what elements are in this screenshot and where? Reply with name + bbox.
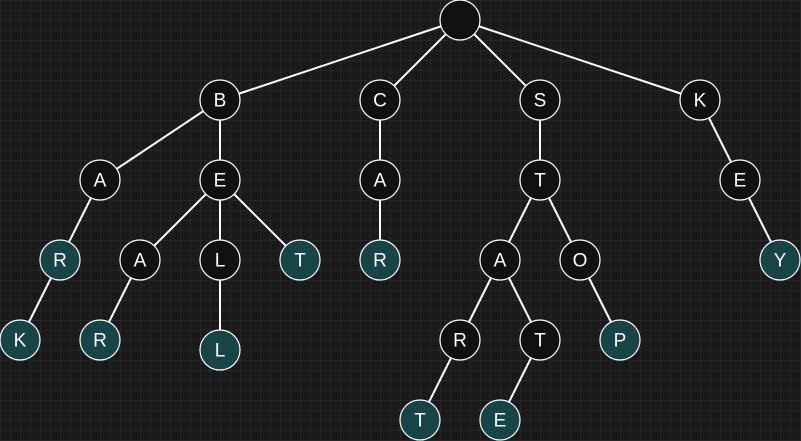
node-circle [199, 79, 241, 121]
node-circle [39, 239, 81, 281]
node-label: S [534, 91, 547, 112]
trie-node: K [679, 79, 721, 121]
trie-node: A [359, 159, 401, 201]
node-label: T [534, 331, 546, 352]
trie-terminal-node: R [79, 319, 121, 361]
node-circle [0, 319, 41, 361]
trie-node: C [359, 79, 401, 121]
node-circle [79, 319, 121, 361]
trie-node: B [199, 79, 241, 121]
node-label: C [373, 91, 387, 112]
trie-edge-root-k [459, 19, 701, 101]
node-label: A [494, 251, 507, 272]
node-circle [519, 319, 561, 361]
node-label: Y [774, 251, 787, 272]
node-circle [599, 319, 641, 361]
trie-node: L [199, 239, 241, 281]
trie-edges [19, 19, 781, 421]
trie-terminal-node: T [399, 399, 441, 441]
trie-terminal-node: E [479, 399, 521, 441]
node-circle [719, 159, 761, 201]
node-label: T [534, 171, 546, 192]
trie-terminal-node: T [279, 239, 321, 281]
node-label: E [734, 171, 747, 192]
node-label: A [134, 251, 147, 272]
node-label: R [373, 251, 387, 272]
trie-node: A [479, 239, 521, 281]
node-circle [119, 239, 161, 281]
node-circle [279, 239, 321, 281]
node-circle [359, 239, 401, 281]
node-circle [759, 239, 801, 281]
trie-terminal-node: K [0, 319, 41, 361]
trie-node: T [519, 319, 561, 361]
node-label: O [573, 251, 588, 272]
node-circle [399, 399, 441, 441]
node-label: R [453, 331, 467, 352]
node-circle [199, 239, 241, 281]
node-circle [559, 239, 601, 281]
node-label: K [14, 331, 27, 352]
trie-terminal-node: Y [759, 239, 801, 281]
node-circle [199, 329, 241, 371]
node-label: A [374, 171, 387, 192]
trie-node: A [79, 159, 121, 201]
node-circle [439, 319, 481, 361]
node-circle [479, 239, 521, 281]
trie-edge-b-ba [99, 99, 221, 181]
trie-edge-root-b [219, 19, 461, 101]
node-circle [479, 399, 521, 441]
node-circle [359, 79, 401, 121]
trie-node: E [199, 159, 241, 201]
node-label: A [94, 171, 107, 192]
node-circle [439, 0, 481, 41]
node-label: L [215, 251, 226, 272]
node-circle [79, 159, 121, 201]
node-label: T [294, 251, 306, 272]
node-label: R [93, 331, 107, 352]
trie-terminal-node: R [39, 239, 81, 281]
node-label: T [414, 411, 426, 432]
node-label: R [53, 251, 67, 272]
node-label: K [694, 91, 707, 112]
trie-node: R [439, 319, 481, 361]
trie-node: T [519, 159, 561, 201]
trie-root-node [439, 0, 481, 41]
node-circle [359, 159, 401, 201]
trie-node: A [119, 239, 161, 281]
trie-terminal-node: P [599, 319, 641, 361]
node-circle [199, 159, 241, 201]
node-circle [519, 159, 561, 201]
trie-terminal-node: L [199, 329, 241, 371]
node-circle [519, 79, 561, 121]
node-circle [679, 79, 721, 121]
node-label: E [214, 171, 227, 192]
node-label: B [214, 91, 227, 112]
node-label: P [614, 331, 627, 352]
trie-node: O [559, 239, 601, 281]
trie-terminal-node: R [359, 239, 401, 281]
node-label: E [494, 411, 507, 432]
node-label: L [215, 341, 226, 362]
trie-node: S [519, 79, 561, 121]
trie-node: E [719, 159, 761, 201]
